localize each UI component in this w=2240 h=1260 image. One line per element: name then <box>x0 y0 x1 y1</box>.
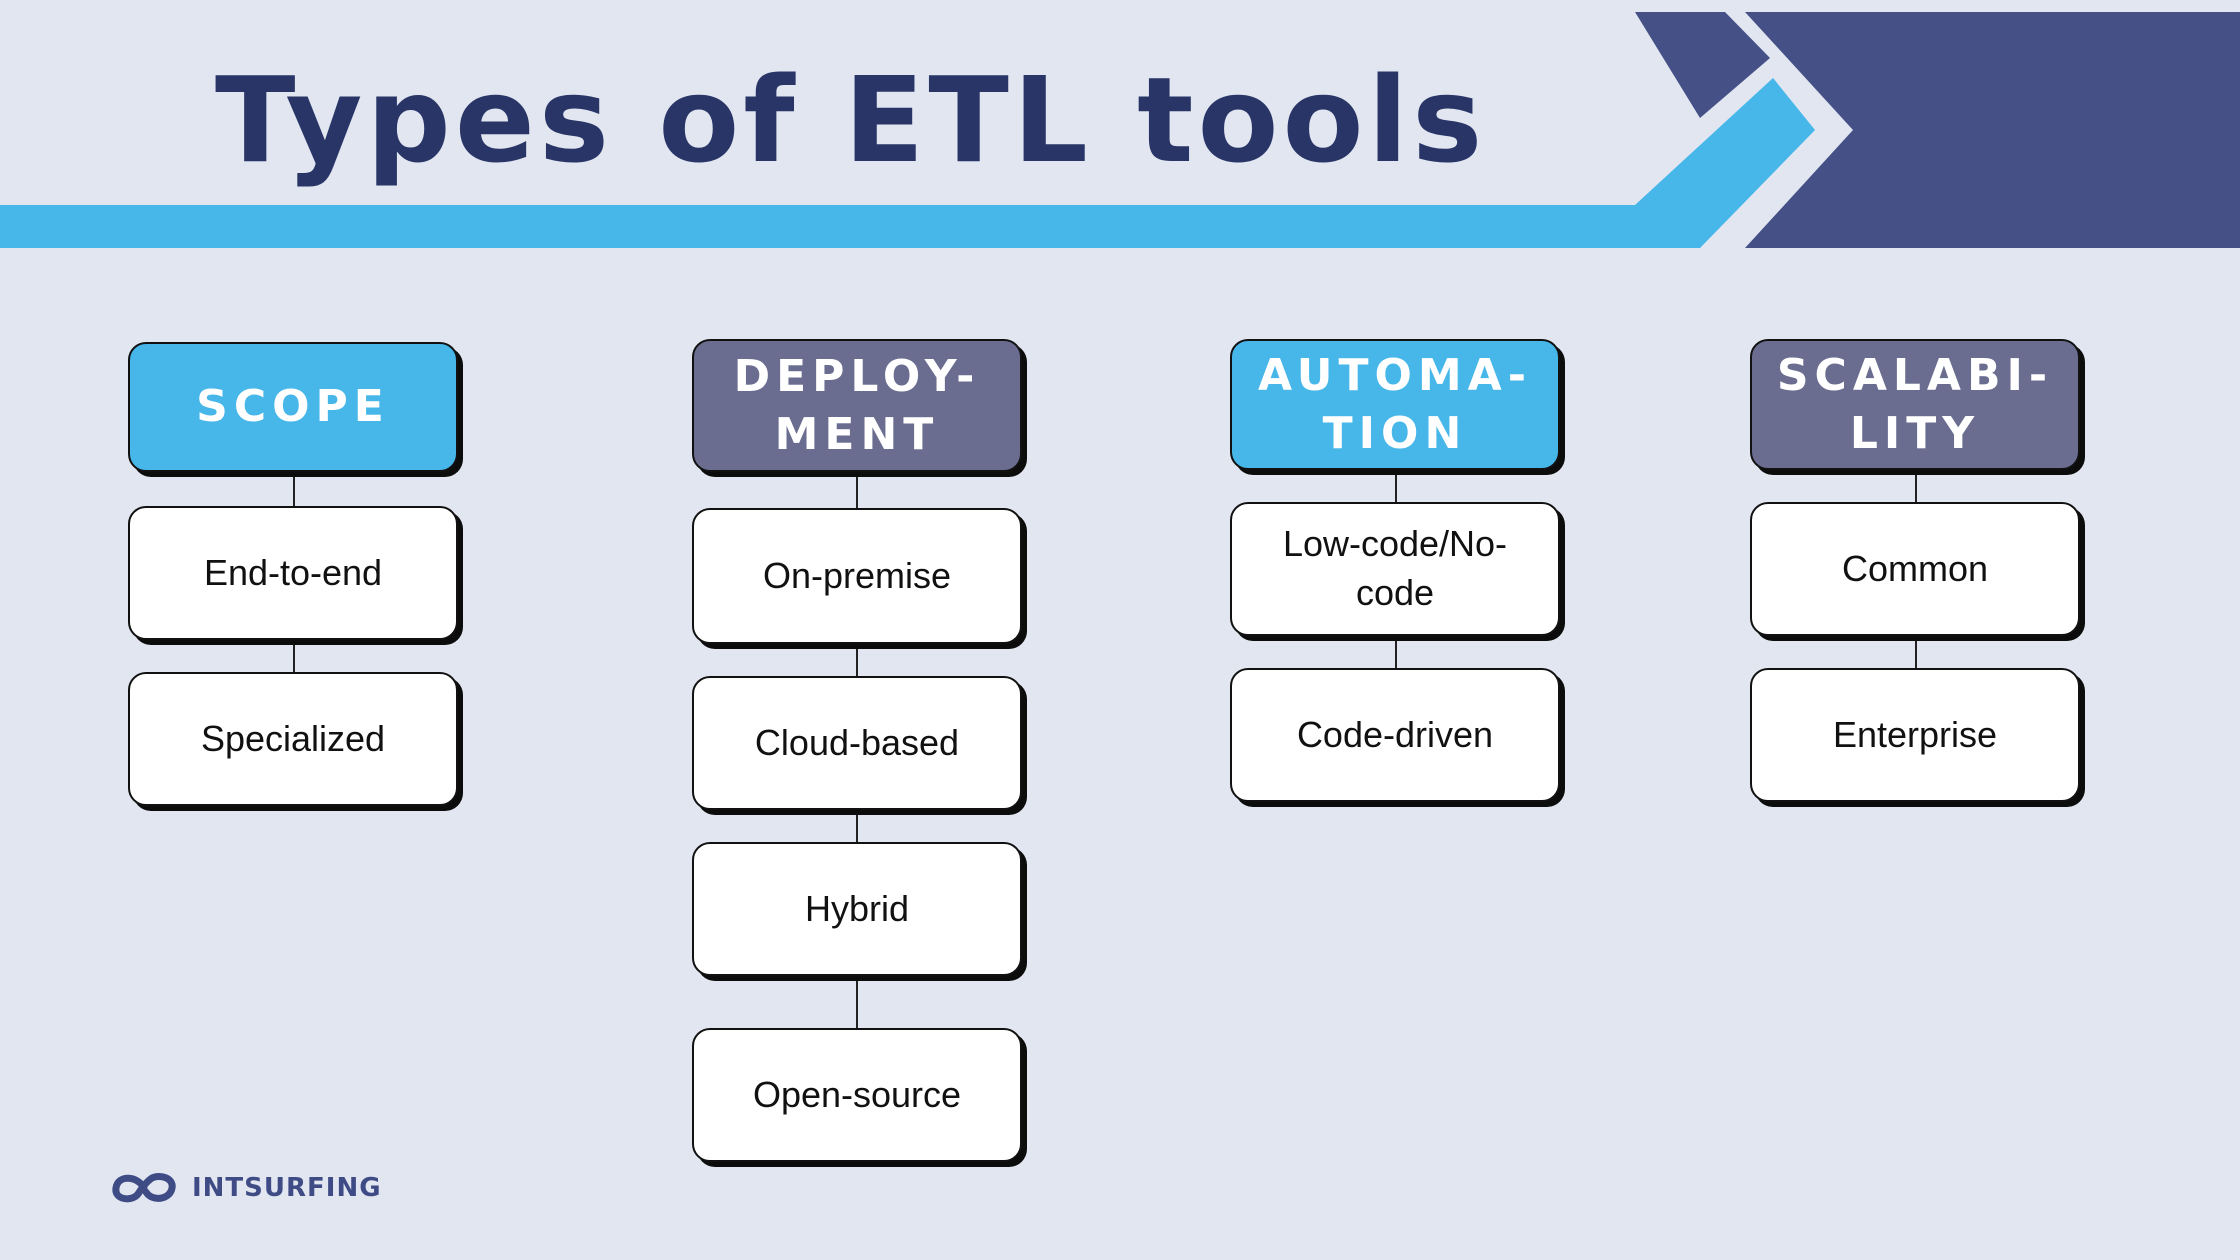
item-code-driven-label: Code-driven <box>1296 713 1494 755</box>
item-cloud-based-label: Cloud-based <box>754 721 960 763</box>
item-low-code-no-code: Low-code/No- code <box>1230 502 1560 636</box>
item-enterprise: Enterprise <box>1750 668 2080 802</box>
banner-navy-chevron-left <box>1635 12 1770 118</box>
header-scalability: SCALABI- LITY <box>1750 339 2080 470</box>
item-on-premise-label: On-premise <box>762 554 952 596</box>
header-scope-label: SCOPE <box>196 381 390 433</box>
item-enterprise-label: Enterprise <box>1832 713 1998 755</box>
header-deployment-label: DEPLOY- MENT <box>733 351 981 460</box>
header-scope: SCOPE <box>128 342 458 472</box>
item-code-driven: Code-driven <box>1230 668 1560 802</box>
connector-scalability-2 <box>1915 634 1917 670</box>
connector-deployment-1 <box>856 470 858 510</box>
item-hybrid: Hybrid <box>692 842 1022 976</box>
connector-automation-1 <box>1395 468 1397 504</box>
header-automation: AUTOMA- TION <box>1230 339 1560 470</box>
infinity-loop-icon <box>112 1172 176 1203</box>
item-open-source-label: Open-source <box>752 1073 962 1115</box>
item-specialized: Specialized <box>128 672 458 806</box>
item-end-to-end: End-to-end <box>128 506 458 640</box>
logo-text: INTSURFING <box>192 1173 382 1203</box>
item-common-label: Common <box>1841 547 1989 589</box>
item-open-source: Open-source <box>692 1028 1022 1162</box>
page-title: Types of ETL tools <box>215 51 1487 189</box>
connector-scalability-1 <box>1915 468 1917 504</box>
brand-logo: INTSURFING <box>108 1168 382 1208</box>
connector-deployment-3 <box>856 808 858 844</box>
connector-automation-2 <box>1395 634 1397 670</box>
connector-scope-2 <box>293 638 295 674</box>
header-deployment: DEPLOY- MENT <box>692 339 1022 472</box>
header-automation-label: AUTOMA- TION <box>1258 350 1532 459</box>
banner-light-stripe <box>0 78 1815 248</box>
item-hybrid-label: Hybrid <box>804 887 910 929</box>
connector-deployment-4 <box>856 974 858 1030</box>
item-on-premise: On-premise <box>692 508 1022 644</box>
item-cloud-based: Cloud-based <box>692 676 1022 810</box>
header-banner <box>0 12 2240 248</box>
item-low-code-no-code-label: Low-code/No- code <box>1282 523 1508 613</box>
item-common: Common <box>1750 502 2080 636</box>
connector-deployment-2 <box>856 642 858 678</box>
banner-navy-block <box>1745 12 2240 248</box>
header-scalability-label: SCALABI- LITY <box>1776 350 2054 459</box>
item-specialized-label: Specialized <box>200 717 386 759</box>
item-end-to-end-label: End-to-end <box>203 551 383 593</box>
connector-scope-1 <box>293 470 295 510</box>
